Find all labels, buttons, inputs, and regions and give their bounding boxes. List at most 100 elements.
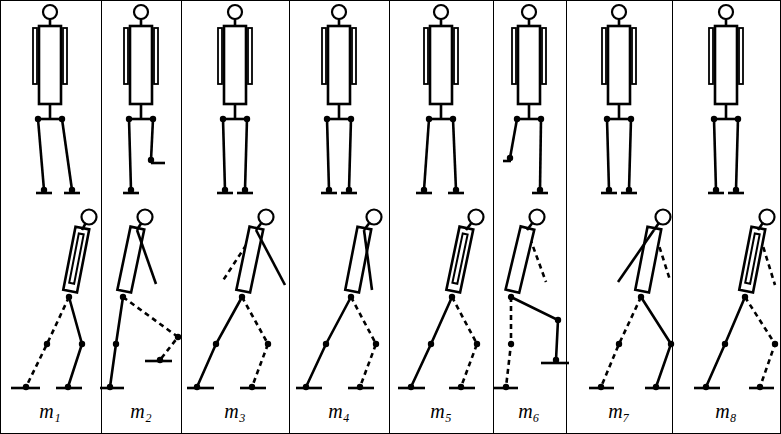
leg-line (453, 119, 456, 190)
foot-bar (621, 192, 637, 195)
joint-dot (150, 116, 156, 122)
near-leg-line (197, 297, 242, 387)
panel-divider (289, 0, 290, 434)
head-circle (367, 210, 382, 225)
leg-line (38, 119, 44, 190)
head-circle (82, 210, 97, 225)
leg-line (349, 119, 351, 190)
side-view-figure (187, 210, 285, 391)
joint-dot (35, 116, 41, 122)
head-circle (138, 210, 153, 225)
foot-bar (728, 192, 744, 195)
joint-dot (428, 341, 434, 347)
near-leg-line (306, 297, 351, 387)
torso-rect (506, 226, 535, 292)
head-circle (259, 210, 274, 225)
foot-bar (100, 387, 124, 390)
joint-dot (244, 116, 250, 122)
joint-dot (213, 341, 219, 347)
leg-line (151, 119, 153, 160)
joint-dot (474, 341, 480, 347)
arm-rect (602, 28, 606, 84)
panel-divider (566, 0, 567, 434)
panel-label: m₈ (715, 401, 736, 421)
head-circle (656, 210, 671, 225)
leg-line (510, 119, 517, 158)
foot-bar (240, 387, 266, 390)
panel-label: m₃ (224, 401, 245, 421)
joint-dot (220, 116, 226, 122)
arm-rect (69, 233, 83, 283)
side-view-figure (694, 210, 778, 391)
far-leg-line (452, 297, 477, 387)
side-view-figure (11, 210, 97, 391)
joint-dot (604, 116, 610, 122)
foot-bar (601, 192, 617, 195)
far-leg-line (351, 297, 376, 387)
joint-dot (538, 116, 544, 122)
hip-bar (223, 118, 247, 121)
near-leg-line (641, 297, 671, 387)
foot-bar (645, 387, 670, 390)
foot-bar (64, 192, 80, 195)
pelvis-line (528, 104, 531, 119)
foot-bar (11, 387, 40, 390)
foot-bar (56, 387, 82, 390)
foot-bar (448, 192, 464, 195)
foot-bar (589, 387, 614, 390)
leg-line (223, 119, 225, 190)
leg-line (424, 119, 429, 190)
joint-dot (450, 116, 456, 122)
panel-label: m₄ (328, 401, 349, 421)
foot-bar (296, 387, 322, 390)
far-leg-line (26, 297, 69, 387)
arm-rect (632, 28, 636, 84)
leg-line (62, 119, 72, 190)
foot-bar (151, 162, 165, 165)
torso-rect (608, 26, 630, 104)
foot-bar (398, 387, 425, 390)
leg-line (607, 119, 609, 190)
torso-rect (446, 227, 473, 293)
front-view-figure (123, 5, 165, 193)
joint-dot (638, 294, 644, 300)
head-circle (530, 210, 545, 225)
pelvis-line (49, 104, 52, 119)
side-view-figure (589, 210, 674, 391)
torso-rect (739, 227, 765, 293)
arm-rect (542, 28, 546, 84)
arm-rect (248, 28, 252, 84)
panel-divider (672, 0, 673, 434)
head-circle (134, 5, 148, 19)
leg-line (540, 119, 541, 190)
leg-line (629, 119, 631, 190)
near-arm-line (137, 230, 156, 284)
side-view-figure (100, 210, 181, 391)
pelvis-line (440, 104, 443, 119)
foot-bar (749, 387, 774, 390)
joint-dot (348, 294, 354, 300)
hip-bar (429, 118, 453, 121)
far-leg-line (242, 297, 268, 387)
foot-bar (694, 387, 720, 390)
joint-dot (66, 294, 72, 300)
arm-rect (424, 28, 428, 84)
head-circle (43, 5, 57, 19)
foot-bar (145, 360, 172, 363)
panel-label: m₂ (130, 401, 151, 421)
joint-dot (668, 341, 674, 347)
near-leg-line (511, 297, 558, 360)
foot-bar (708, 192, 724, 195)
arm-rect (63, 28, 67, 84)
joint-dot (113, 341, 119, 347)
joint-dot (742, 294, 748, 300)
head-circle (332, 5, 346, 19)
head-circle (612, 5, 626, 19)
joint-dot (514, 116, 520, 122)
foot-bar (217, 192, 233, 195)
foot-bar (416, 192, 432, 195)
torso-rect (345, 227, 371, 293)
panel-divider (493, 0, 494, 434)
